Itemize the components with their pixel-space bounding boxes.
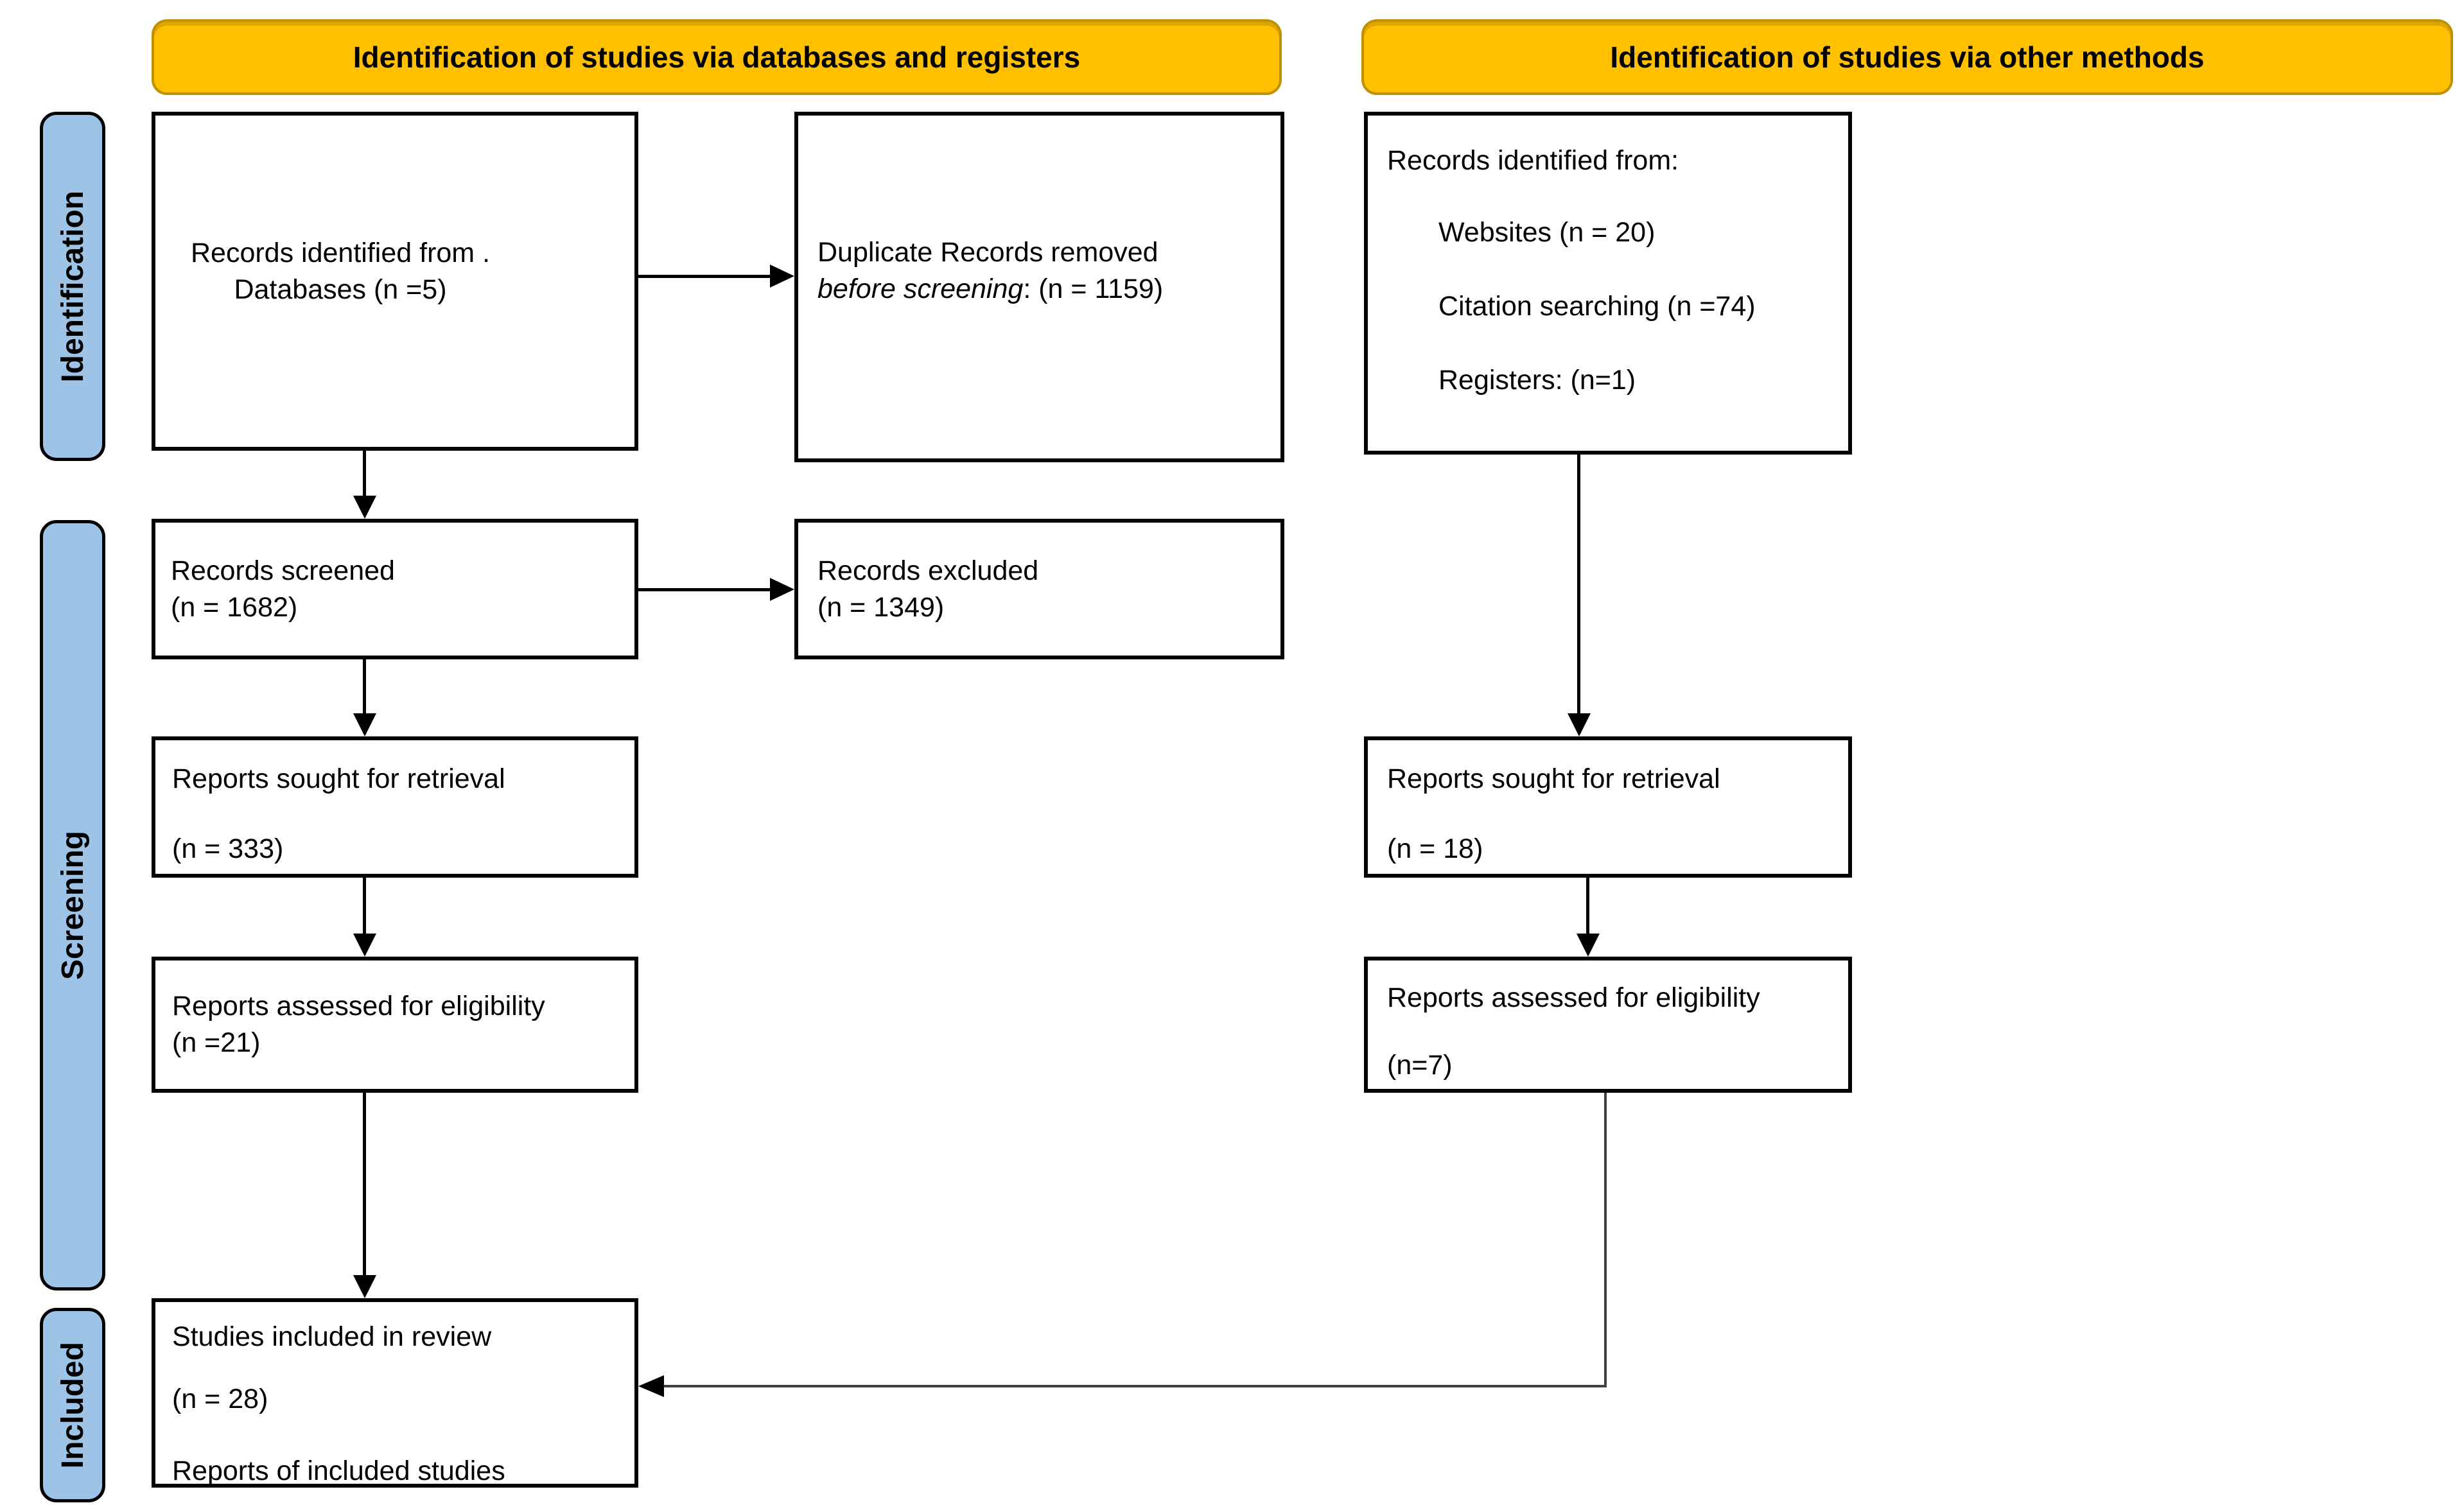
arrow-identified-to-duplicates-head	[770, 265, 794, 288]
studies-included-line2: (n = 28)	[172, 1384, 268, 1414]
stage-identification-label: Identification	[55, 190, 90, 383]
records-excluded-line2: (n = 1349)	[817, 591, 945, 623]
duplicates-removed-line1: Duplicate Records removed	[817, 237, 1158, 268]
reports-assessed-other-line1: Reports assessed for eligibility	[1387, 982, 1760, 1013]
stage-screening: Screening	[40, 520, 105, 1290]
connector-assessed-other-vertical	[1604, 1093, 1607, 1387]
other-identified-item1: Websites (n = 20)	[1438, 217, 1656, 248]
box-records-excluded: Records excluded (n = 1349)	[794, 519, 1284, 659]
banner-databases-registers-label: Identification of studies via databases …	[353, 40, 1081, 74]
arrow-screened-to-excluded-head	[770, 578, 794, 601]
arrow-sought-to-assessed-other-head	[1577, 934, 1600, 957]
reports-assessed-db-line2: (n =21)	[172, 1027, 261, 1058]
other-identified-line1: Records identified from:	[1387, 145, 1679, 176]
arrow-screened-to-sought-head	[353, 713, 376, 736]
reports-assessed-other-line2: (n=7)	[1387, 1050, 1453, 1081]
arrow-identified-to-screened-line	[363, 451, 366, 497]
duplicates-removed-italic: before screening	[817, 274, 1024, 304]
arrow-sought-to-assessed-db-line	[363, 878, 366, 935]
box-studies-included: Studies included in review (n = 28) Repo…	[152, 1298, 638, 1488]
box-records-screened: Records screened (n = 1682)	[152, 519, 638, 659]
box-records-identified-other: Records identified from: Websites (n = 2…	[1364, 112, 1852, 455]
arrow-identified-to-duplicates-line	[638, 275, 771, 278]
reports-sought-db-line2: (n = 333)	[172, 833, 284, 864]
arrow-identified-to-screened-head	[353, 496, 376, 519]
box-duplicates-removed: Duplicate Records removed before screeni…	[794, 112, 1284, 462]
other-identified-item3: Registers: (n=1)	[1438, 365, 1636, 395]
records-screened-line1: Records screened	[171, 555, 395, 586]
records-identified-line2: Databases (n =5)	[234, 274, 447, 305]
duplicates-removed-rest: : (n = 1159)	[1023, 274, 1164, 304]
banner-other-methods-label: Identification of studies via other meth…	[1610, 40, 2205, 74]
records-identified-line1: Records identified from .	[190, 238, 491, 268]
studies-included-line3: Reports of included studies	[172, 1456, 505, 1486]
box-reports-sought-databases: Reports sought for retrieval (n = 333)	[152, 736, 638, 878]
box-reports-sought-other: Reports sought for retrieval (n = 18)	[1364, 736, 1852, 878]
reports-assessed-db-line1: Reports assessed for eligibility	[172, 991, 545, 1021]
stage-identification: Identification	[40, 112, 105, 461]
reports-sought-other-line2: (n = 18)	[1387, 833, 1483, 864]
box-reports-assessed-other: Reports assessed for eligibility (n=7)	[1364, 957, 1852, 1093]
records-screened-line2: (n = 1682)	[171, 591, 298, 623]
arrow-assessed-to-included-head	[353, 1275, 376, 1298]
arrow-screened-to-excluded-line	[638, 588, 771, 591]
stage-included: Included	[40, 1308, 105, 1502]
connector-assessed-other-head	[638, 1375, 664, 1397]
arrow-assessed-to-included-line	[363, 1093, 366, 1276]
banner-databases-registers: Identification of studies via databases …	[152, 19, 1282, 95]
connector-assessed-other-horizontal	[661, 1385, 1607, 1387]
arrow-other-identified-to-sought-line	[1577, 455, 1580, 715]
studies-included-line1: Studies included in review	[172, 1321, 492, 1352]
other-identified-item2: Citation searching (n =74)	[1438, 291, 1756, 322]
stage-included-label: Included	[55, 1341, 90, 1469]
arrow-screened-to-sought-line	[363, 659, 366, 715]
reports-sought-db-line1: Reports sought for retrieval	[172, 763, 505, 794]
banner-other-methods: Identification of studies via other meth…	[1361, 19, 2453, 95]
arrow-sought-to-assessed-db-head	[353, 934, 376, 957]
reports-sought-other-line1: Reports sought for retrieval	[1387, 763, 1720, 794]
box-records-identified-databases: Records identified from . Databases (n =…	[152, 112, 638, 451]
duplicates-removed-line2: before screening: (n = 1159)	[817, 271, 1280, 308]
records-excluded-line1: Records excluded	[817, 555, 1039, 586]
arrow-other-identified-to-sought-head	[1568, 713, 1591, 736]
box-reports-assessed-databases: Reports assessed for eligibility (n =21)	[152, 957, 638, 1093]
stage-screening-label: Screening	[55, 830, 90, 980]
arrow-sought-to-assessed-other-line	[1586, 878, 1589, 935]
